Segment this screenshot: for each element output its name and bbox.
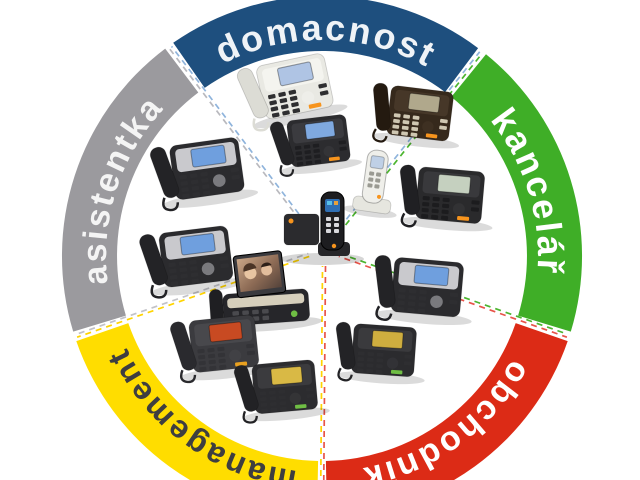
phone-kancelar-brown bbox=[372, 82, 460, 149]
phone-domacnost-black bbox=[269, 114, 362, 177]
phone-hub-cordless bbox=[280, 191, 364, 265]
phone-domacnost-cordless bbox=[343, 149, 397, 218]
phone-obchodnik-blue-lcd bbox=[374, 254, 472, 326]
phone-asistentka-upper bbox=[149, 137, 259, 212]
segment-obchodník bbox=[325, 323, 568, 480]
link-asistentka-domacnost bbox=[170, 45, 317, 237]
segment-domacnost bbox=[173, 0, 479, 93]
phone-asistentka-lower bbox=[139, 225, 247, 299]
link-management-asistentka bbox=[76, 255, 310, 339]
phone-kancelar-gray-lcd bbox=[399, 164, 493, 232]
link-obchodnik-management bbox=[319, 265, 324, 480]
segment-asistentka bbox=[61, 48, 199, 332]
phone-management-dark bbox=[169, 314, 272, 384]
segment-kancelář bbox=[451, 54, 583, 332]
link-kancelar-obchodnik bbox=[339, 252, 569, 336]
link-asistentka-domacnost bbox=[168, 47, 315, 239]
link-obchodnik-management bbox=[322, 265, 327, 480]
segment-management bbox=[76, 323, 319, 480]
phone-obchodnik-color bbox=[335, 321, 425, 385]
phone-management-color bbox=[233, 359, 330, 424]
